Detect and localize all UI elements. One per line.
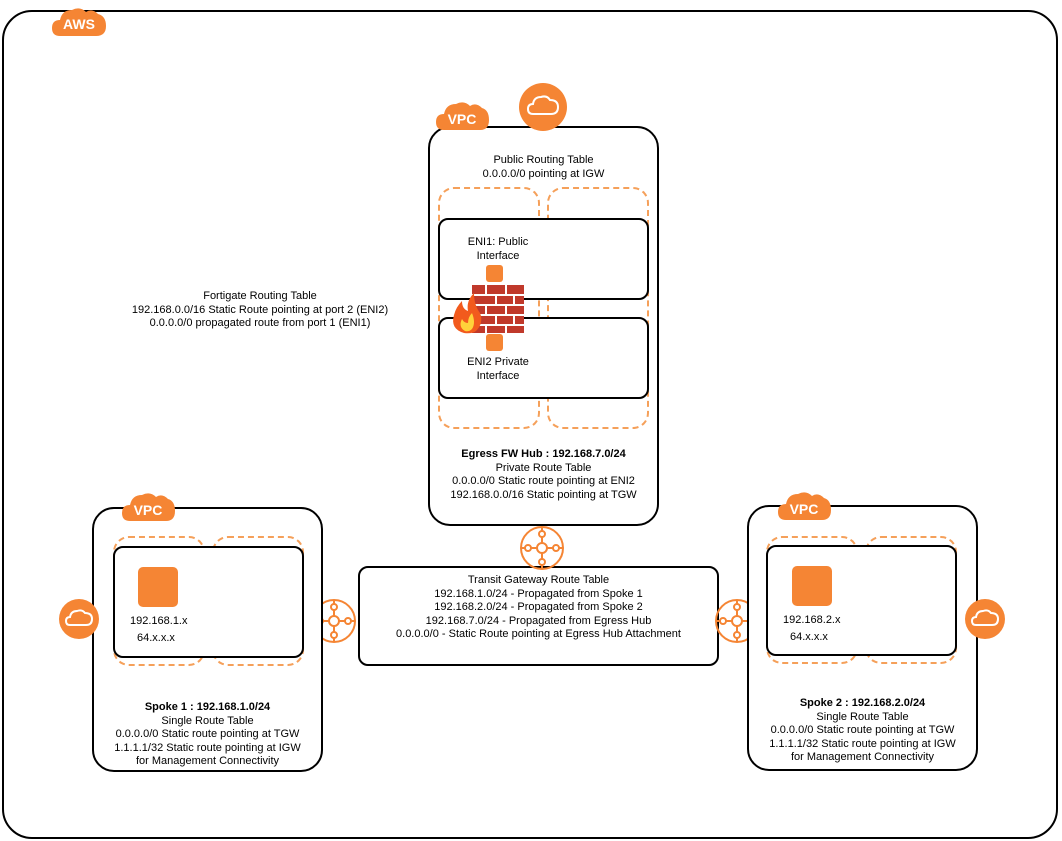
public-table-line: Public Routing Table <box>493 154 594 166</box>
hub-vpc-badge: VPC <box>434 98 490 134</box>
spoke2-instance-public: 64.x.x.x <box>790 631 828 643</box>
aws-cloud-icon: AWS <box>50 4 108 40</box>
hub-public-routing-table: Public Routing Table 0.0.0.0/0 pointing … <box>430 154 657 181</box>
fortigate-routing-table: Fortigate Routing Table 192.168.0.0/16 S… <box>110 290 410 331</box>
hub-title: Egress FW Hub : 192.168.7.0/24 <box>461 448 626 460</box>
spoke2-line: for Management Connectivity <box>790 751 935 763</box>
spoke2-vpc-badge: VPC <box>776 488 832 524</box>
spoke2-instance-icon <box>792 566 832 606</box>
tgw-attachment-hub-icon <box>519 525 565 571</box>
tgw-line: 192.168.2.0/24 - Propagated from Spoke 2 <box>434 601 643 613</box>
eni1-label: ENI1: Public Interface <box>467 236 529 262</box>
spoke1-instance-ip: 192.168.1.x <box>130 615 188 627</box>
spoke1-instance-public: 64.x.x.x <box>137 632 175 644</box>
spoke2-line: Single Route Table <box>816 710 909 723</box>
spoke1-vpc-badge: VPC <box>120 489 176 525</box>
hub-line: 192.168.0.0/16 Static pointing at TGW <box>450 488 637 501</box>
spoke2-title: Spoke 2 : 192.168.2.0/24 <box>799 697 926 709</box>
eni2-label: ENI2 Private Interface <box>467 356 529 382</box>
spoke2-instance-ip: 192.168.2.x <box>783 614 841 626</box>
aws-label: AWS <box>63 16 95 32</box>
hub-subnet-az2 <box>547 187 649 429</box>
tgw-line: 0.0.0.0/0 - Static Route pointing at Egr… <box>396 628 681 640</box>
transit-gateway-route-table <box>358 566 719 666</box>
hub-subnet-az1 <box>438 187 540 429</box>
tgw-line: Transit Gateway Route Table <box>467 574 610 586</box>
fortigate-line: 192.168.0.0/16 Static Route pointing at … <box>131 303 389 316</box>
hub-route-table: Egress FW Hub : 192.168.7.0/24 Private R… <box>430 448 657 502</box>
vpc-label: VPC <box>447 111 477 127</box>
fortigate-line: Fortigate Routing Table <box>203 290 317 302</box>
eni2-icon <box>486 334 503 351</box>
spoke1-line: 1.1.1.1/32 Static route pointing at IGW <box>114 741 301 754</box>
spoke1-title: Spoke 1 : 192.168.1.0/24 <box>144 701 271 713</box>
hub-internet-gateway-icon <box>518 82 568 132</box>
spoke1-line: Single Route Table <box>161 714 254 727</box>
hub-line: Private Route Table <box>495 461 592 474</box>
spoke1-internet-gateway-icon <box>58 598 100 640</box>
spoke1-line: 0.0.0.0/0 Static route pointing at TGW <box>115 728 300 740</box>
firewall-icon <box>450 283 526 335</box>
vpc-label: VPC <box>133 502 163 518</box>
fortigate-line: 0.0.0.0/0 propagated route from port 1 (… <box>149 317 371 329</box>
spoke1-instance-icon <box>138 567 178 607</box>
tgw-line: 192.168.7.0/24 - Propagated from Egress … <box>425 614 652 627</box>
tgw-line: 192.168.1.0/24 - Propagated from Spoke 1 <box>434 587 643 600</box>
public-table-line: 0.0.0.0/0 pointing at IGW <box>482 167 605 180</box>
spoke2-internet-gateway-icon <box>964 598 1006 640</box>
eni1-icon <box>486 265 503 282</box>
spoke1-line: for Management Connectivity <box>135 755 280 767</box>
spoke2-route-table: Spoke 2 : 192.168.2.0/24 Single Route Ta… <box>749 697 976 765</box>
spoke2-line: 1.1.1.1/32 Static route pointing at IGW <box>769 737 956 750</box>
spoke1-route-table: Spoke 1 : 192.168.1.0/24 Single Route Ta… <box>94 701 321 769</box>
hub-line: 0.0.0.0/0 Static route pointing at ENI2 <box>452 475 635 487</box>
vpc-label: VPC <box>789 501 819 517</box>
tgw-route-table-text: Transit Gateway Route Table 192.168.1.0/… <box>358 574 719 642</box>
spoke2-line: 0.0.0.0/0 Static route pointing at TGW <box>770 724 955 736</box>
